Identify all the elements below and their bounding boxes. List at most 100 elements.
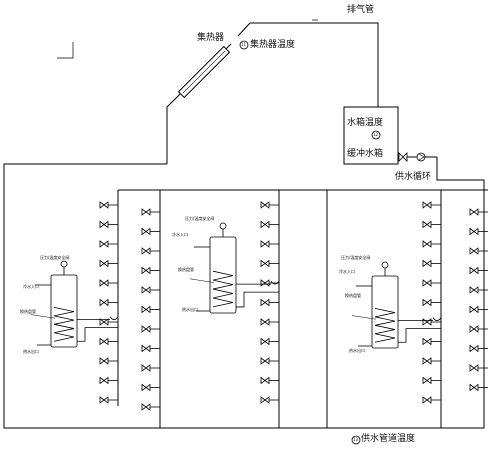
heater-tank [50,274,78,348]
unit-3-top-label: 压力/温度安全阀 [341,255,371,260]
exhaust-pipe [250,22,379,107]
faucet-valve-icon [141,325,160,333]
collector-temp-number: 11 [241,42,247,47]
faucet-valve-icon [260,279,279,287]
faucet-valve-icon [422,337,441,346]
faucet-valve-icon [469,208,488,216]
faucet-valve-icon [260,220,279,229]
faucet-valve-icon [99,396,118,404]
faucet-valve-icon [469,247,488,255]
heat-exchange-coil [374,308,396,343]
heater-units [30,222,442,349]
circulation-valve [398,152,408,162]
heater-tank [209,236,237,314]
collector-temp-label: 集热器温度 [250,40,296,50]
faucet-valve-icon [141,344,160,353]
faucet-valve-icon [260,259,279,268]
faucet-valve-icon [422,259,441,268]
faucet-valve-icon [260,396,279,404]
exhaust-pipe-label: 排气管 [347,5,375,15]
faucet-valve-icon [422,396,441,404]
faucet-valve-icon [469,325,488,333]
collector-label: 集热器 [197,33,225,43]
faucet-valve-icon [141,266,160,275]
faucet-valve-icon [469,286,488,294]
relief-valve-icon [381,261,389,269]
unit-2-top-label: 压力/温度安全阀 [185,216,215,221]
faucet-valve-icon [99,318,118,326]
water-heater-unit [189,222,280,314]
water-heater-unit [30,260,119,348]
faucet-valve-icon [141,305,160,314]
buffer-tank [343,106,399,165]
tank-temp-sensor [371,130,381,140]
faucet-valve-icon [99,259,118,268]
unit-3-coil-label: 换热盘管 [345,293,361,298]
faucet-valve-icon [99,220,118,229]
faucet-valve-icon [469,227,488,236]
faucet-valve-icon [469,344,488,353]
faucet-valve-icon [99,357,118,365]
tank-temp-number: 12 [373,132,379,137]
supply-pipe-temp-label: 供水管道温度 [361,434,416,444]
unit-1-bottom-label: 热水出口 [23,349,39,354]
faucet-valve-icon [141,247,160,255]
faucet-valve-icon [469,305,488,314]
heat-exchange-coil [53,307,75,342]
faucet-valve-icon [422,279,441,287]
buffer-tank-label: 缓冲水箱 [347,149,384,159]
faucet-valve-icon [99,298,118,307]
unit-1-left-label: 冷水入口 [23,284,39,289]
faucet-valve-icon [141,208,160,216]
faucet-valve-icon [260,376,279,385]
water-circulation-label: 供水循环 [395,172,432,182]
valve-group [99,201,488,411]
faucet-valve-icon [141,227,160,236]
faucet-valve-icon [99,279,118,287]
corner-mark [57,42,74,59]
faucet-valve-icon [469,383,488,392]
distribution-pipes [117,189,488,428]
faucet-valve-icon [422,298,441,307]
faucet-valve-icon [469,266,488,275]
faucet-valve-icon [260,337,279,346]
heater-tank [371,275,399,349]
faucet-valve-icon [99,240,118,248]
relief-valve-icon [219,222,227,230]
faucet-valve-icon [260,298,279,307]
faucet-valve-icon [141,403,160,411]
faucet-valve-icon [469,364,488,372]
unit-2-bottom-label: 热水出口 [182,307,198,312]
unit-1-top-label: 压力/温度安全阀 [40,255,70,260]
faucet-valve-icon [422,220,441,229]
unit-1-coil-label: 换热盘管 [20,309,36,314]
unit-3-left-label: 冷水入口 [339,269,355,274]
solar-collector [177,45,231,99]
faucet-valve-icon [422,357,441,365]
faucet-valve-icon [141,286,160,294]
water-heater-unit [351,261,442,349]
tank-temp-label: 水箱温度 [347,118,384,128]
faucet-valve-icon [141,383,160,392]
supply-pipe-temp-number: 13 [353,437,359,442]
faucet-valve-icon [99,201,118,209]
supply-pipe-temp-sensor [351,435,361,445]
circulation-pump-icon [416,152,426,162]
heat-exchange-coil [212,270,234,308]
unit-2-coil-label: 换热盘管 [178,267,194,272]
faucet-valve-icon [422,240,441,248]
faucet-valve-icon [260,201,279,209]
relief-valve-icon [60,260,68,268]
unit-2-left-label: 冷水入口 [172,232,188,237]
faucet-valve-icon [141,364,160,372]
faucet-valve-icon [422,376,441,385]
faucet-valve-icon [99,337,118,346]
faucet-valve-icon [260,240,279,248]
faucet-valve-icon [260,357,279,365]
faucet-valve-icon [99,376,118,385]
unit-3-bottom-label: 热水出口 [349,348,365,353]
faucet-valve-icon [422,201,441,209]
collector-temp-sensor [239,40,249,50]
faucet-valve-icon [260,318,279,326]
